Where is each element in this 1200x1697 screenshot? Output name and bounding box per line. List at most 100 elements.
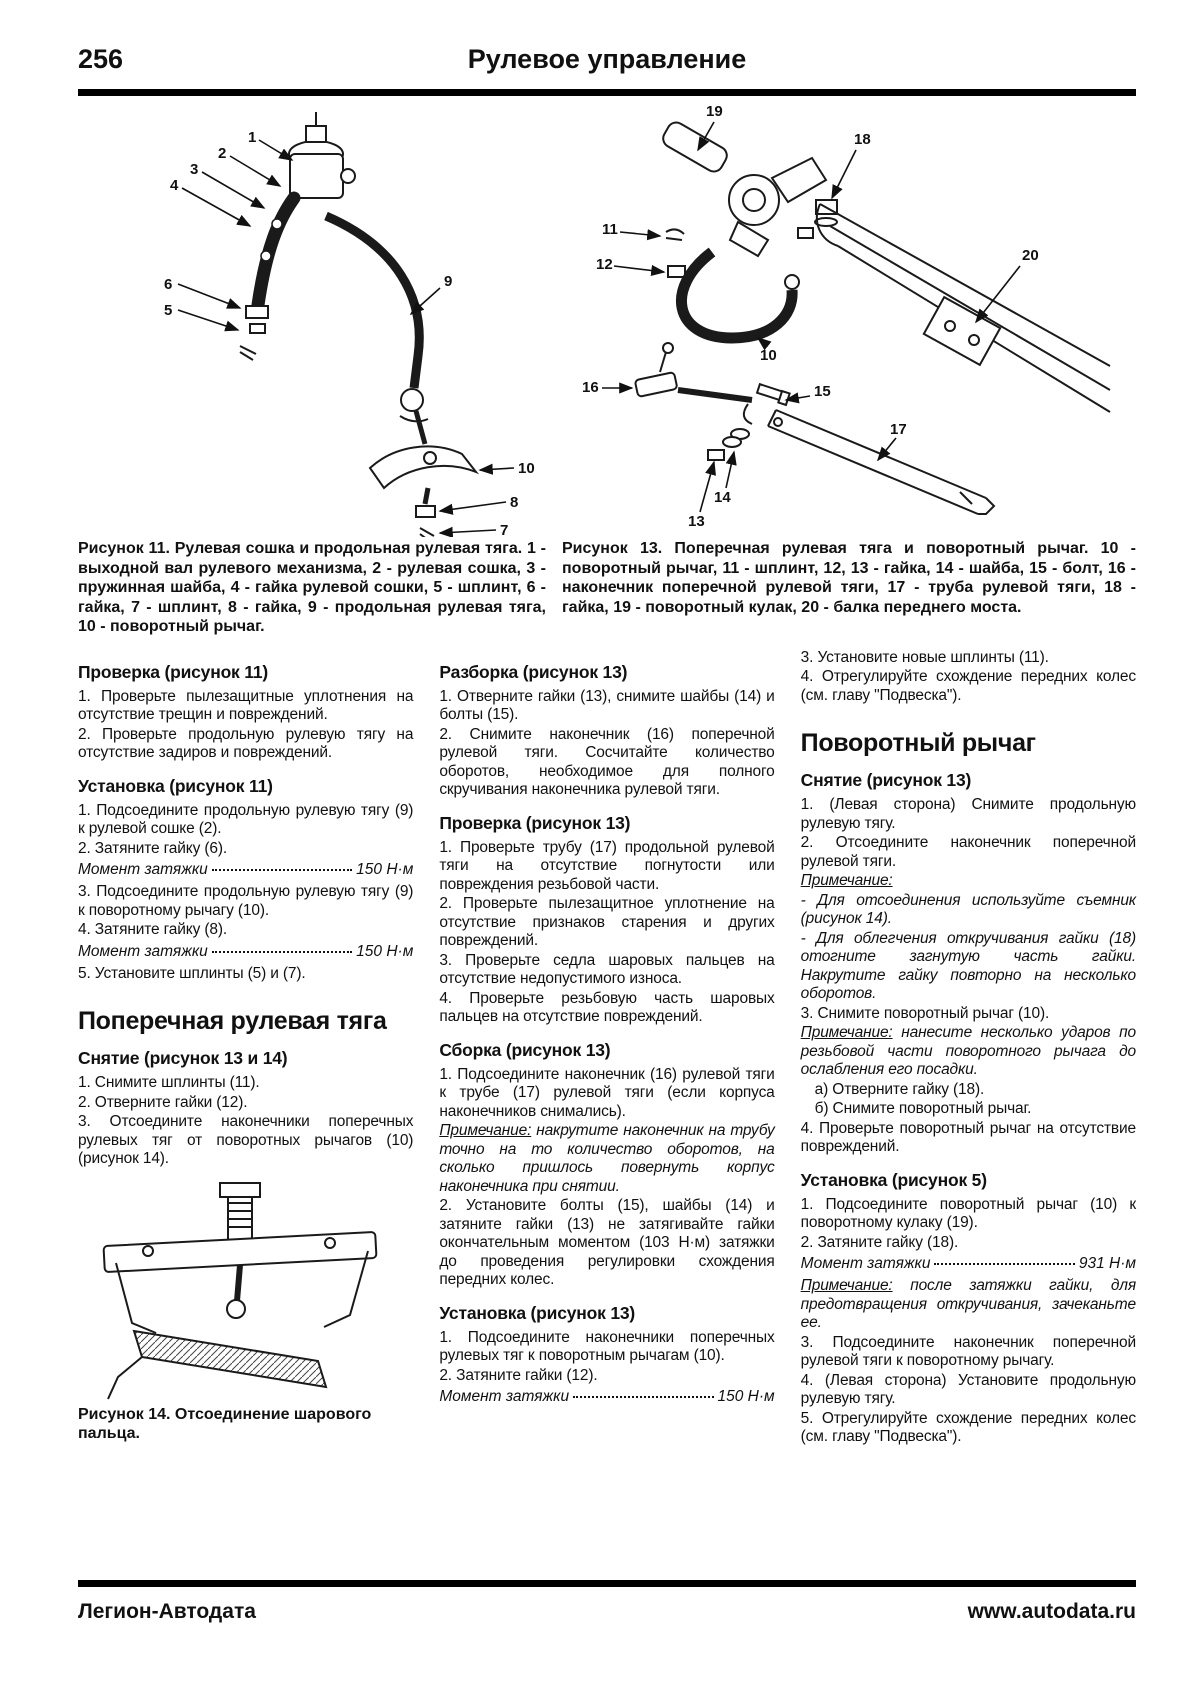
sub-heading: Установка (рисунок 5) <box>800 1169 987 1190</box>
sub-heading: Снятие (рисунок 13) <box>800 770 972 790</box>
step: 1. (Левая сторона) Снимите продольную ру… <box>800 796 1136 832</box>
step: 3. Подсоедините наконечник поперечной ру… <box>800 1333 1136 1370</box>
step: 3. Установите новые шплинты (11). <box>800 648 1049 666</box>
page-header: 256 Рулевое управление <box>78 44 1136 80</box>
text-column-3: 3. Установите новые шплинты (11). 4. Отре… <box>801 649 1136 1448</box>
figure-13-caption: Рисунок 13. Поперечная рулевая тяга и по… <box>562 540 1136 616</box>
page-title: Рулевое управление <box>467 44 747 74</box>
footer-rule <box>78 1580 1136 1587</box>
step: 3. Подсоедините продольную рулевую тягу … <box>78 883 414 919</box>
callout-16: 16 <box>582 379 599 396</box>
figure-14-drawing <box>102 1181 378 1399</box>
step: 1. Подсоедините поворотный рычаг (10) к … <box>800 1195 1136 1232</box>
sub-step: а) Отверните гайку (18). <box>814 1080 985 1098</box>
note-item: - Для отсоединения используйте съемник (… <box>800 891 1136 928</box>
figure-14: Рисунок 14. Отсоединение шарового пальца… <box>78 1181 413 1444</box>
step: 4. Проверьте резьбовую часть шаровых пал… <box>439 989 775 1026</box>
callout-3: 3 <box>190 161 198 178</box>
step: 2. Снимите наконечник (16) поперечной ру… <box>439 725 775 799</box>
figures-row: 1 2 3 4 6 5 9 10 8 7 <box>78 100 1136 537</box>
text-columns: Проверка (рисунок 11) 1. Проверьте пылеза… <box>78 649 1136 1450</box>
sub-heading: Установка (рисунок 11) <box>78 775 273 796</box>
note: Примечание: <box>800 872 893 889</box>
page-footer: Легион-Автодата www.autodata.ru <box>78 1580 1136 1624</box>
note: Примечание: накрутите наконечник на труб… <box>439 1122 775 1195</box>
step: 3. Проверьте седла шаровых пальцев на от… <box>439 951 775 988</box>
figure-11: 1 2 3 4 6 5 9 10 8 7 <box>78 100 546 537</box>
step: 1. Подсоедините наконечник (16) рулевой … <box>439 1065 775 1120</box>
figure-13: 19 18 11 12 10 20 16 15 17 14 13 <box>562 100 1136 537</box>
column-3-blocks: 3. Установите новые шплинты (11). 4. Отре… <box>801 649 1136 1447</box>
sub-heading: Проверка (рисунок 11) <box>78 661 269 682</box>
column-1-blocks: Проверка (рисунок 11) 1. Проверьте пылеза… <box>78 662 413 1169</box>
callout-12: 12 <box>596 256 613 273</box>
step: 4. Затяните гайку (8). <box>78 921 227 938</box>
step: 2. Затяните гайку (6). <box>78 839 227 857</box>
captions-row: Рисунок 11. Рулевая сошка и продольная р… <box>78 539 1136 637</box>
callout-11: 11 <box>602 221 618 238</box>
callout-7: 7 <box>500 522 508 537</box>
figure-13-drawing: 19 18 11 12 10 20 16 15 17 14 13 <box>582 103 1111 530</box>
column-2-blocks: Разборка (рисунок 13) 1. Отверните гайки … <box>439 662 774 1407</box>
sub-heading: Проверка (рисунок 13) <box>439 812 631 833</box>
step: 2. Отверните гайки (12). <box>78 1093 248 1111</box>
step: 4. Отрегулируйте схождение передних коле… <box>800 668 1136 704</box>
callout-19: 19 <box>706 103 723 120</box>
callout-6: 6 <box>164 276 172 293</box>
step: 5. Отрегулируйте схождение передних коле… <box>800 1409 1136 1446</box>
figure-11-caption: Рисунок 11. Рулевая сошка и продольная р… <box>78 540 546 635</box>
section-heading: Поперечная рулевая тяга <box>78 1007 387 1035</box>
step: 3. Снимите поворотный рычаг (10). <box>800 1004 1050 1022</box>
note-item: - Для облегчения откручивания гайки (18)… <box>800 929 1136 1003</box>
text-column-1: Проверка (рисунок 11) 1. Проверьте пылеза… <box>78 649 413 1450</box>
step: 2. Затяните гайки (12). <box>439 1366 598 1384</box>
note: Примечание: после затяжки гайки, для пре… <box>800 1277 1136 1331</box>
callout-10: 10 <box>518 460 535 477</box>
callout-15: 15 <box>814 383 831 400</box>
callout-2: 2 <box>218 145 226 162</box>
sub-heading: Разборка (рисунок 13) <box>439 661 628 682</box>
callout-17: 17 <box>890 421 907 438</box>
step: 2. Проверьте продольную рулевую тягу на … <box>78 725 414 762</box>
step: 1. Отверните гайки (13), снимите шайбы (… <box>439 687 775 724</box>
step: 4. Проверьте поворотный рычаг на отсутст… <box>800 1119 1136 1156</box>
callout-10: 10 <box>760 347 777 364</box>
step: 1. Проверьте трубу (17) продольной рулев… <box>439 838 775 893</box>
callout-18: 18 <box>854 131 871 148</box>
callout-14: 14 <box>714 489 731 506</box>
sub-heading: Снятие (рисунок 13 и 14) <box>78 1048 288 1068</box>
step: 2. Затяните гайку (18). <box>800 1233 959 1251</box>
step: 2. Установите болты (15), шайбы (14) и з… <box>439 1197 775 1288</box>
sub-heading: Установка (рисунок 13) <box>439 1302 636 1323</box>
step: 2. Проверьте пылезащитное уплотнение на … <box>439 895 775 949</box>
note: Примечание: нанесите несколько ударов по… <box>800 1024 1136 1078</box>
step: 1. Снимите шплинты (11). <box>78 1074 260 1091</box>
text-column-2: Разборка (рисунок 13) 1. Отверните гайки … <box>439 649 774 1411</box>
callout-5: 5 <box>164 302 172 319</box>
step: 1. Проверьте пылезащитные уплотнения на … <box>78 687 414 724</box>
step: 4. (Левая сторона) Установите продольную… <box>800 1371 1136 1408</box>
step: 5. Установите шплинты (5) и (7). <box>78 964 306 982</box>
figure-14-caption: Рисунок 14. Отсоединение шарового пальца… <box>78 1405 372 1443</box>
callout-20: 20 <box>1022 247 1039 264</box>
figure-11-drawing: 1 2 3 4 6 5 9 10 8 7 <box>164 112 535 537</box>
step: 1. Подсоедините наконечники поперечных р… <box>439 1328 775 1365</box>
callout-4: 4 <box>170 177 179 194</box>
sub-heading: Сборка (рисунок 13) <box>439 1039 611 1060</box>
publisher-name: Легион-Автодата <box>78 1600 256 1623</box>
step: 1. Подсоедините продольную рулевую тягу … <box>78 801 414 838</box>
sub-step: б) Снимите поворотный рычаг. <box>814 1100 1032 1117</box>
callout-13: 13 <box>688 513 705 530</box>
website-url: www.autodata.ru <box>967 1600 1136 1623</box>
page-number: 256 <box>78 44 124 74</box>
callout-9: 9 <box>444 273 452 290</box>
callout-8: 8 <box>510 494 518 511</box>
section-heading: Поворотный рычаг <box>800 729 1036 757</box>
callout-1: 1 <box>248 129 256 146</box>
step: 3. Отсоедините наконечники поперечных ру… <box>78 1113 414 1167</box>
